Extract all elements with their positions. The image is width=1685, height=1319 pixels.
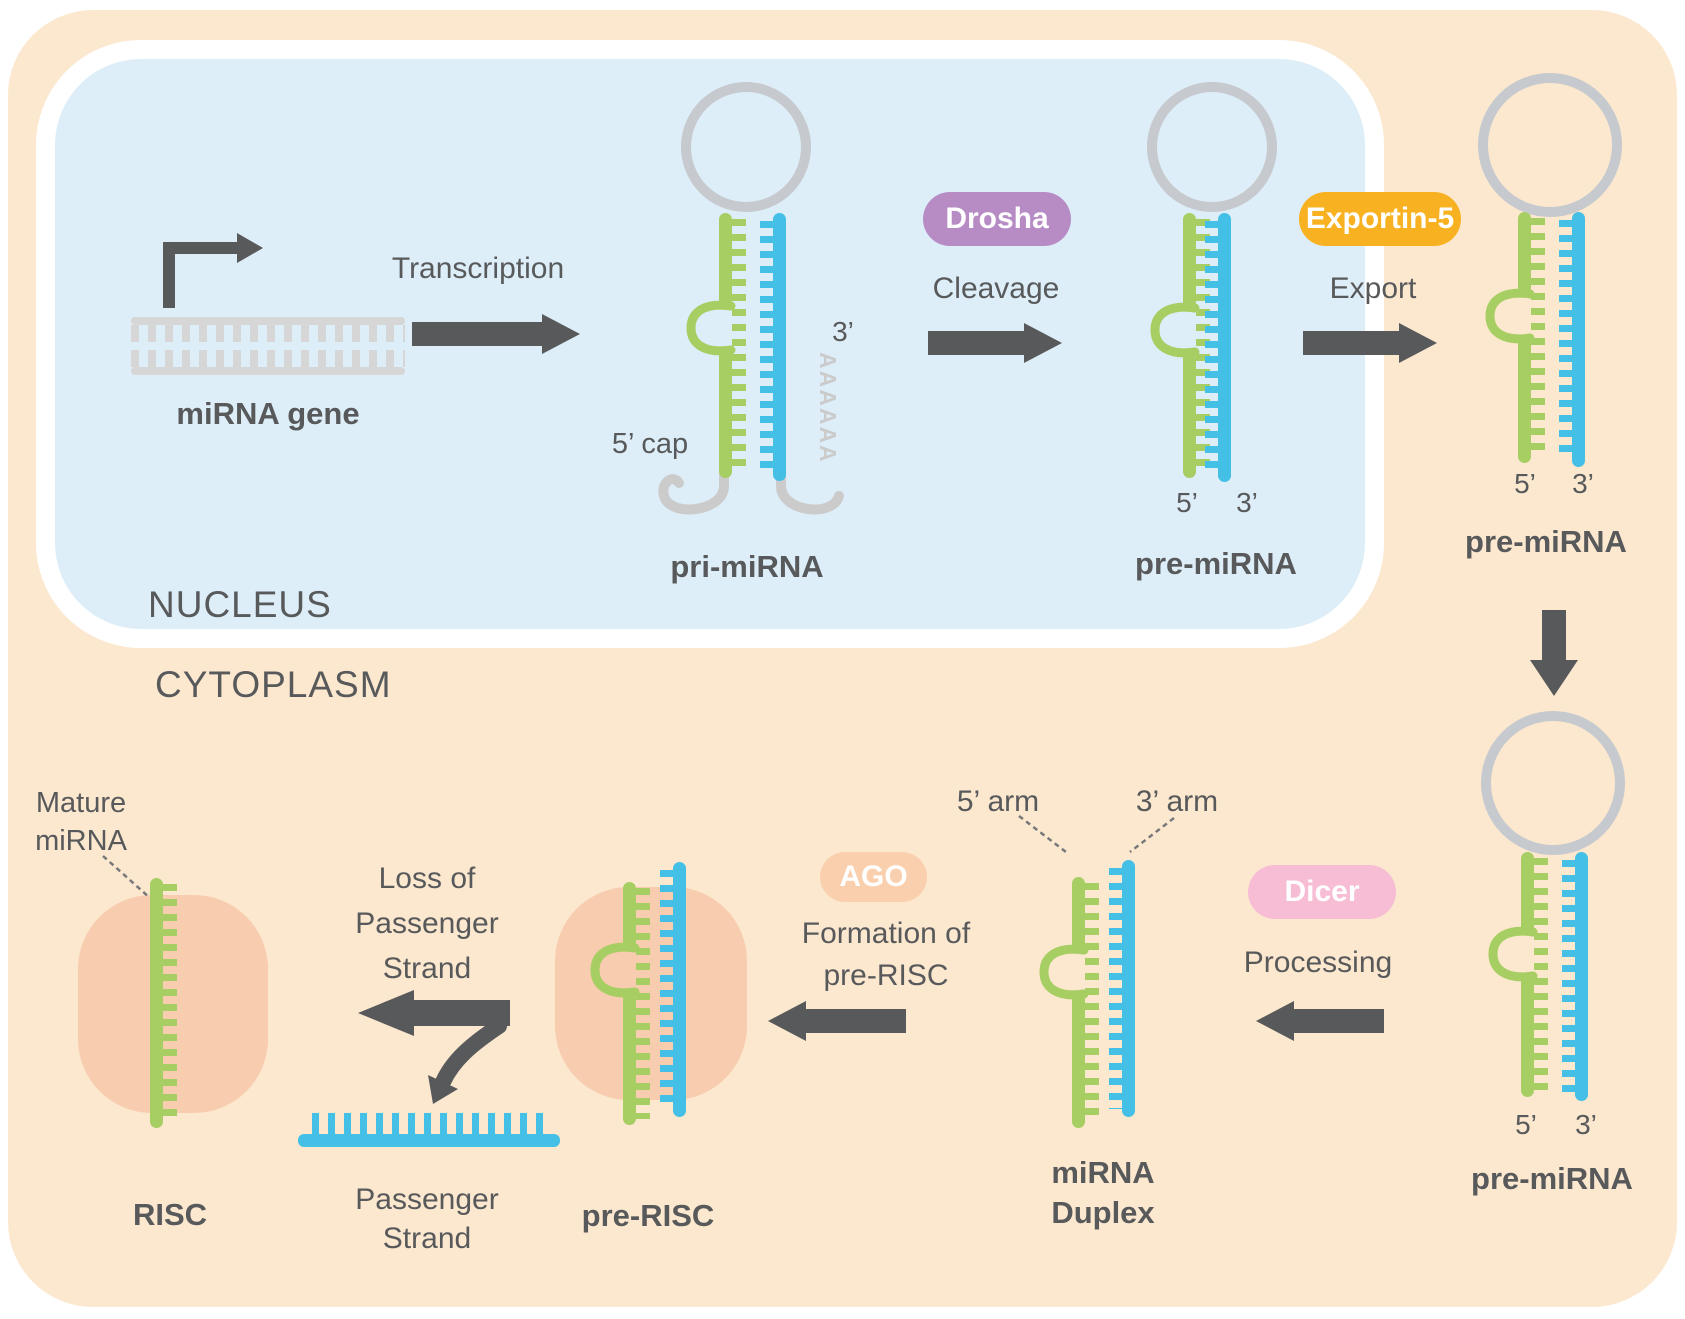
transcription-label: Transcription — [391, 252, 565, 285]
drosha-badge: Drosha — [923, 192, 1071, 246]
arm-pointer-lines — [1018, 815, 1175, 853]
pri-mirna-label: pri-miRNA — [670, 549, 824, 584]
three-arm-label: 3’ arm — [1135, 785, 1219, 818]
five-arm-label: 5’ arm — [956, 785, 1040, 818]
pre-mirna-nucleus-bulge — [1150, 302, 1200, 358]
pri-mirna-bulge — [686, 300, 736, 356]
pre-risc-bulge — [590, 942, 640, 998]
pre-mirna-nucleus-5p-strand — [1183, 213, 1196, 308]
pre-mirna-bottom-bulge — [1488, 926, 1538, 982]
pre-mirna-bottom-3prime: 3’ — [1575, 1109, 1597, 1140]
mature-mirna-strand — [150, 878, 163, 1128]
export-label: Export — [1329, 272, 1417, 305]
mature-mirna-label: Mature miRNA — [35, 787, 127, 857]
pri-mirna-3prime-label: 3’ — [832, 316, 854, 347]
pre-mirna-bottom-5prime: 5’ — [1515, 1109, 1537, 1140]
dicer-badge: Dicer — [1248, 865, 1396, 919]
pre-mirna-top-3prime: 3’ — [1572, 468, 1594, 499]
duplex-bulge — [1039, 944, 1089, 1000]
cleavage-label: Cleavage — [932, 272, 1060, 305]
five-cap-label: 5’ cap — [611, 428, 689, 460]
duplex-passenger-strand — [1122, 860, 1135, 1117]
pre-mirna-nucleus-label: pre-miRNA — [1135, 546, 1297, 581]
loss-label: Loss of Passenger Strand — [355, 862, 499, 985]
pre-risc-guide-strand — [623, 882, 636, 948]
pre-mirna-bottom-loop — [1481, 711, 1625, 855]
pre-risc-protein-blob — [555, 887, 747, 1100]
mature-mirna-pointer-line — [102, 855, 151, 899]
mirna-duplex-label: miRNA Duplex — [1051, 1155, 1155, 1230]
nucleus-label: NUCLEUS — [148, 584, 332, 625]
pre-mirna-nucleus-3prime: 3’ — [1236, 487, 1258, 518]
pre-risc-label: pre-RISC — [581, 1198, 715, 1233]
pre-mirna-top-5prime: 5’ — [1514, 468, 1536, 499]
mirna-gene-label: miRNA gene — [176, 396, 360, 431]
passenger-strand-label: Passenger Strand — [355, 1183, 499, 1255]
risc-label: RISC — [132, 1197, 208, 1232]
loss-fork-arrow-icon — [358, 990, 510, 1104]
exportin5-badge: Exportin-5 — [1299, 192, 1461, 246]
pre-mirna-bottom-3p-strand — [1575, 852, 1588, 1101]
pre-mirna-nucleus-3p-strand — [1218, 213, 1231, 482]
pri-mirna-tails — [658, 465, 844, 515]
poly-a-tail: AAAAAA — [815, 352, 841, 464]
pre-risc-passenger-strand — [673, 862, 686, 1117]
pre-mirna-bottom-5p-strand — [1521, 852, 1534, 932]
pre-mirna-top-3p-strand — [1572, 212, 1585, 467]
pre-mirna-top-loop — [1478, 73, 1622, 217]
ago-badge: AGO — [820, 852, 927, 902]
pri-mirna-3p-strand — [773, 213, 786, 481]
pri-mirna-5p-strand — [719, 213, 732, 306]
pre-mirna-top-label: pre-miRNA — [1465, 524, 1627, 559]
pre-mirna-nucleus-loop — [1147, 82, 1277, 212]
duplex-guide-strand — [1072, 877, 1085, 950]
formation-label: Formation of pre-RISC — [801, 917, 971, 992]
pre-mirna-top-bulge — [1485, 288, 1535, 344]
pre-mirna-top-5p-strand — [1518, 212, 1531, 294]
pre-mirna-nucleus-5prime: 5’ — [1176, 487, 1198, 518]
cytoplasm-label: CYTOPLASM — [155, 664, 392, 705]
pri-mirna-loop — [681, 82, 811, 212]
processing-label: Processing — [1243, 946, 1393, 979]
pre-mirna-bottom-label: pre-miRNA — [1471, 1161, 1633, 1196]
